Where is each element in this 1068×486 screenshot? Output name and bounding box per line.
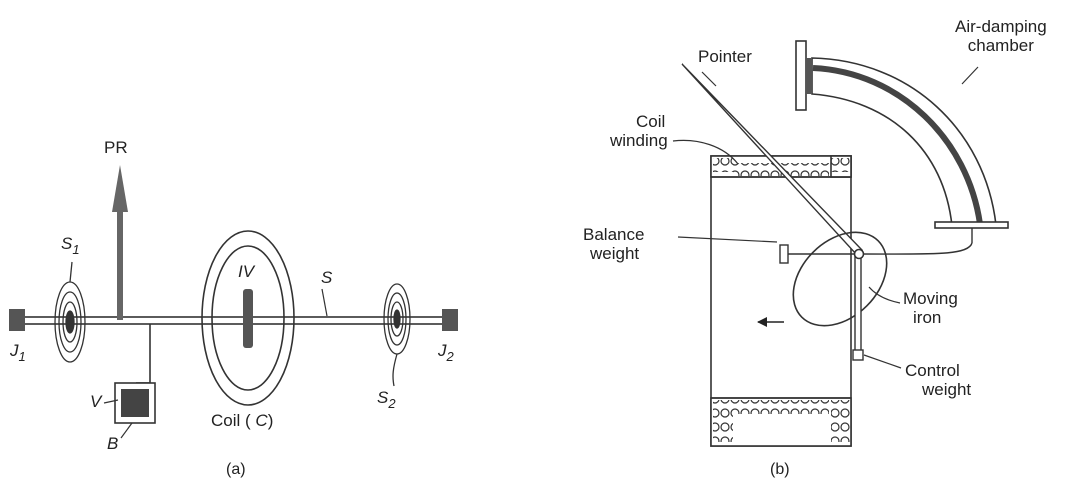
label-control-weight-line1: Control — [905, 361, 960, 380]
caption-b-text: (b) — [770, 461, 790, 478]
spindle — [23, 316, 445, 325]
label-s1-sub: 1 — [72, 242, 80, 257]
label-pointer: Pointer — [698, 47, 752, 66]
label-moving-iron: Moving iron — [903, 289, 958, 327]
label-s2: S2 — [377, 388, 396, 412]
label-b: B — [107, 434, 118, 453]
coil-winding-bottom-row — [733, 400, 829, 414]
label-coil-c: Coil ( C) — [211, 411, 273, 430]
label-j1-sub: 1 — [18, 349, 26, 364]
label-j2: J2 — [438, 341, 454, 365]
label-iv-text: IV — [238, 262, 255, 281]
jewel-bearing-j1 — [9, 309, 25, 331]
label-s2-base: S — [377, 388, 389, 407]
control-weight — [852, 255, 864, 361]
leader-coil-winding — [672, 139, 739, 165]
label-balance-weight: Balance weight — [583, 225, 644, 263]
coil-c — [201, 230, 295, 406]
label-s-text: S — [321, 268, 333, 287]
jewel-bearing-j2 — [442, 309, 458, 331]
label-moving-iron-line2: iron — [913, 308, 942, 328]
label-s2-sub: 2 — [388, 396, 396, 411]
leader-control-weight — [863, 354, 902, 369]
moving-iron — [792, 231, 888, 327]
label-balance-weight-line2: weight — [590, 244, 640, 264]
label-coil-close: ) — [267, 411, 274, 430]
label-control-weight-line2: weight — [922, 380, 972, 400]
iron-vane-iv — [243, 289, 253, 348]
leader-pointer — [701, 71, 717, 87]
coil-winding-top — [713, 158, 733, 172]
label-moving-iron-line1: Moving — [903, 289, 958, 308]
label-control-weight: Control weight — [905, 361, 971, 399]
leader-moving-iron — [868, 286, 901, 304]
coil-winding-bottom-left — [713, 400, 733, 442]
label-coil-text: Coil ( — [211, 411, 256, 430]
pivot — [853, 248, 865, 260]
label-pr: PR — [104, 138, 128, 157]
damping-vane-v — [121, 389, 149, 417]
coil-winding-bottom-right — [831, 400, 851, 442]
label-j1: J1 — [10, 341, 26, 365]
coil-winding-top-right — [831, 158, 851, 172]
label-b-text: B — [107, 434, 119, 453]
label-coil-winding: Coil winding — [610, 112, 668, 150]
leader-v — [103, 399, 119, 404]
label-coil-sym: C — [255, 411, 268, 430]
label-j2-base: J — [438, 341, 447, 360]
label-coil-winding-line2: winding — [610, 131, 668, 151]
control-spring-s1 — [54, 261, 86, 363]
air-damping-chamber — [795, 40, 1009, 255]
label-v: V — [90, 392, 101, 411]
caption-a-text: (a) — [226, 461, 246, 478]
damping-vane-link — [136, 324, 151, 384]
label-air-damping-line2: chamber — [967, 36, 1034, 56]
caption-b: (b) — [770, 461, 790, 479]
leader-balance-weight — [677, 236, 778, 243]
label-coil-winding-line1: Coil — [636, 112, 666, 131]
label-j2-sub: 2 — [446, 349, 454, 364]
pointer-pr — [112, 165, 128, 320]
leader-air-damping — [961, 66, 979, 85]
label-air-damping-line1: Air-damping — [955, 17, 1047, 36]
balance-weight — [779, 244, 856, 264]
figure-b — [672, 40, 1009, 447]
control-spring-s2 — [383, 283, 411, 387]
leader-b — [120, 422, 133, 439]
label-v-text: V — [90, 392, 102, 411]
label-iv: IV — [238, 262, 254, 281]
caption-a: (a) — [226, 461, 246, 479]
label-pr-text: PR — [104, 138, 128, 157]
figure-a — [9, 165, 458, 439]
label-s: S — [321, 268, 332, 287]
label-balance-weight-line1: Balance — [583, 225, 645, 244]
leader-s — [321, 288, 328, 317]
label-air-damping-chamber: Air-damping chamber — [955, 17, 1047, 55]
label-s1-base: S — [61, 234, 73, 253]
label-j1-base: J — [10, 341, 19, 360]
label-pointer-text: Pointer — [698, 47, 752, 66]
label-s1: S1 — [61, 234, 80, 258]
